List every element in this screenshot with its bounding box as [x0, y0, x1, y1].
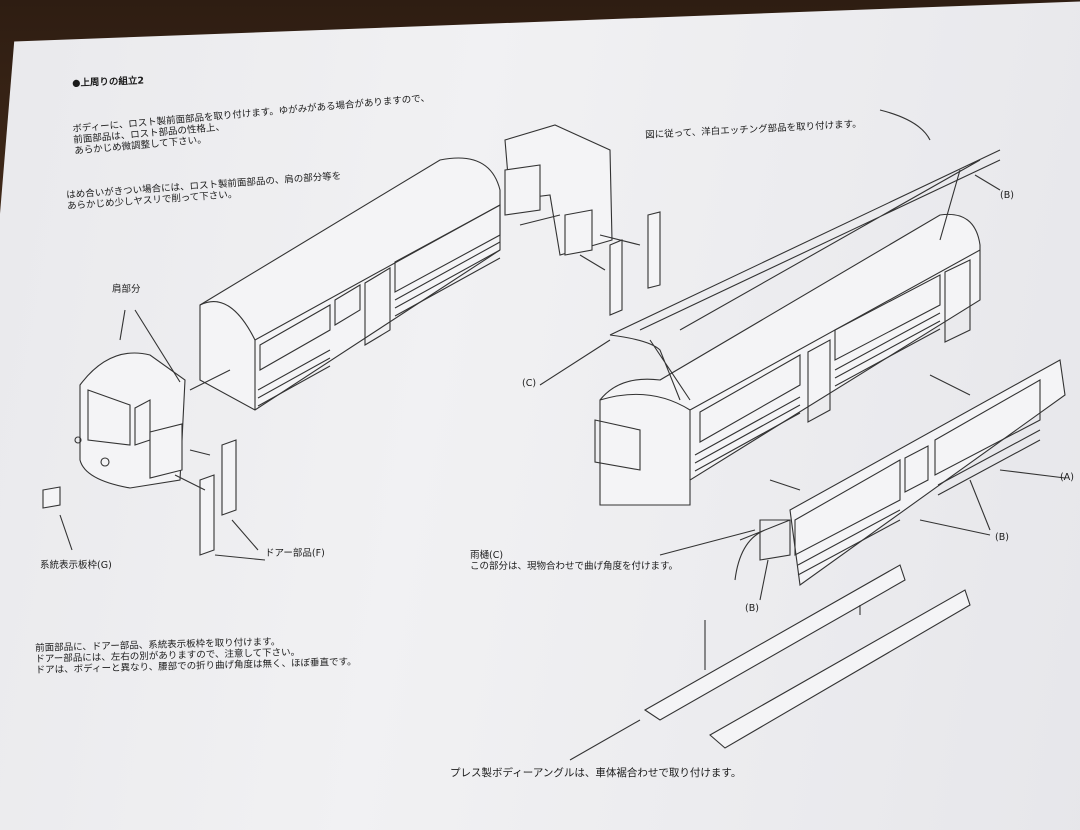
- gutter-note: 雨樋(C) この部分は、現物合わせで曲げ角度を付けます。: [470, 550, 678, 572]
- assembly-diagram: [42, 109, 1066, 761]
- label-shoulder: 肩部分: [112, 284, 141, 295]
- gutter-note-text: この部分は、現物合わせで曲げ角度を付けます。: [470, 561, 679, 572]
- left-front-part: [42, 309, 266, 561]
- label-c: (C): [522, 378, 537, 389]
- gutter-title: 雨樋(C): [470, 550, 504, 561]
- label-a: (A): [1060, 472, 1074, 483]
- right-assembled-car: [539, 109, 1001, 506]
- left-body-shell: [199, 157, 501, 411]
- side-panel-a: [659, 359, 1066, 601]
- label-route-board-frame: 系統表示板枠(G): [40, 560, 112, 571]
- angle-note: プレス製ボディーアングルは、車体裾合わせで取り付けます。: [450, 767, 742, 779]
- label-b-top: (B): [1000, 190, 1014, 201]
- label-b-bottom: (B): [745, 603, 759, 614]
- body-angles: [569, 564, 971, 761]
- center-front-part: [504, 124, 661, 316]
- label-b-right: (B): [995, 532, 1009, 543]
- label-door-part: ドアー部品(F): [265, 548, 325, 559]
